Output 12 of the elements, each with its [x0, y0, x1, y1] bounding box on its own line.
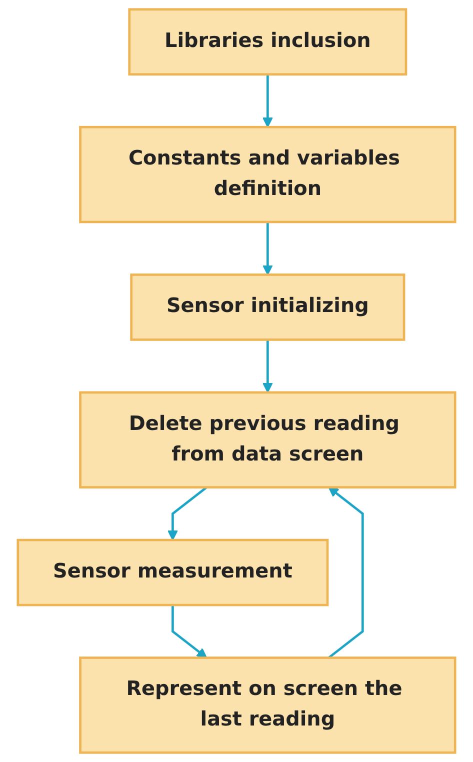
node-box: Represent on screen the last reading	[79, 656, 456, 754]
node-box: Sensor measurement	[16, 538, 329, 606]
node-box: Constants and variables definition	[79, 126, 456, 224]
node-box: Delete previous reading from data screen	[79, 391, 456, 488]
arrow	[262, 74, 273, 128]
arrow	[262, 222, 273, 276]
arrow	[262, 340, 273, 393]
node-box: Sensor initializing	[130, 274, 406, 341]
arrow	[168, 486, 208, 540]
arrow	[172, 605, 208, 658]
node-box: Libraries inclusion	[128, 8, 408, 76]
arrow	[328, 486, 364, 659]
